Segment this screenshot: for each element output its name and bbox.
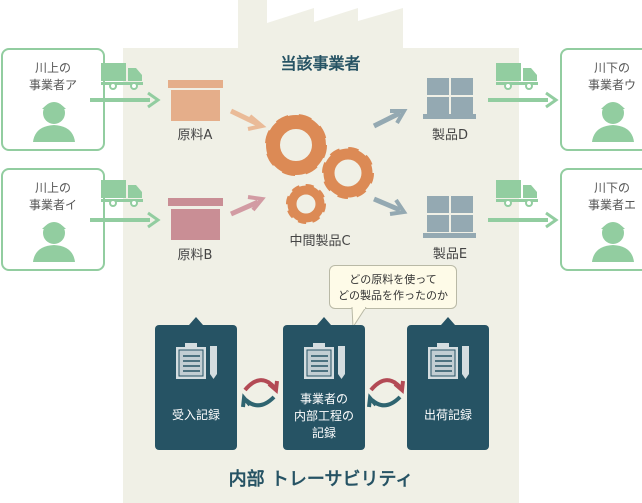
truck-icon xyxy=(100,179,144,207)
worker-icon xyxy=(592,222,634,262)
worker-icon xyxy=(592,102,634,142)
gear-icon xyxy=(286,184,326,224)
record-label: 内部工程の xyxy=(293,409,354,423)
cycle-arrows-icon xyxy=(241,378,279,408)
upstream-business-i: 川上の事業者イ xyxy=(1,168,105,271)
arrow-icon xyxy=(486,91,558,109)
truck-icon xyxy=(100,62,144,90)
material-a-label: 原料A xyxy=(177,128,213,143)
downstream-business-e: 川下の事業者エ xyxy=(560,168,642,271)
page-title: 当該事業者 xyxy=(280,54,361,73)
actor-label: 川上の xyxy=(34,181,71,195)
internal-traceability-heading: 内部 トレーサビリティ xyxy=(228,469,414,490)
arrow-icon xyxy=(88,211,160,229)
record-label: 受入記録 xyxy=(171,408,220,422)
arrow-icon xyxy=(373,196,408,216)
clipboard-icon xyxy=(428,343,469,379)
truck-icon xyxy=(495,62,539,90)
record-label: 記録 xyxy=(311,426,336,440)
intermediate-product-label: 中間製品C xyxy=(289,234,351,249)
cycle-arrows-icon xyxy=(367,378,405,408)
shipping-record-card: 出荷記録 xyxy=(407,317,489,450)
actor-label: 事業者ア xyxy=(28,78,77,92)
record-label: 事業者の xyxy=(299,392,348,406)
worker-icon xyxy=(33,102,75,142)
actor-label: 事業者イ xyxy=(28,198,77,212)
callout-text: どの原料を使って xyxy=(349,273,437,286)
callout-text: どの製品を作ったのか xyxy=(338,289,448,302)
gear-icon xyxy=(322,147,374,199)
callout-bubble: どの原料を使って どの製品を作ったのか xyxy=(329,265,457,309)
arrow-icon xyxy=(229,195,266,217)
material-a-box-icon xyxy=(168,80,223,121)
material-b-box-icon xyxy=(168,198,223,240)
internal-process-record-card: 事業者の 内部工程の 記録 xyxy=(283,317,365,450)
gear-icon xyxy=(265,114,327,176)
product-e-pallet-icon xyxy=(423,196,476,238)
actor-label: 川上の xyxy=(34,61,71,75)
arrow-icon xyxy=(88,91,160,109)
actor-label: 事業者エ xyxy=(587,198,636,212)
arrow-icon xyxy=(486,211,558,229)
record-label: 出荷記録 xyxy=(423,408,472,422)
clipboard-icon xyxy=(304,343,345,379)
truck-icon xyxy=(495,179,539,207)
downstream-business-u: 川下の事業者ウ xyxy=(560,48,642,151)
product-d-label: 製品D xyxy=(431,128,468,143)
actor-label: 事業者ウ xyxy=(587,78,636,92)
actor-label: 川下の xyxy=(593,61,630,75)
product-e-label: 製品E xyxy=(432,247,468,262)
actor-label: 川下の xyxy=(593,181,630,195)
product-d-pallet-icon xyxy=(423,78,476,119)
arrow-icon xyxy=(372,109,408,129)
material-b-label: 原料B xyxy=(177,248,213,263)
worker-icon xyxy=(33,222,75,262)
arrow-icon xyxy=(229,108,267,131)
clipboard-icon xyxy=(176,343,217,379)
receiving-record-card: 受入記録 xyxy=(155,317,237,450)
upstream-business-a: 川上の事業者ア xyxy=(1,48,105,151)
